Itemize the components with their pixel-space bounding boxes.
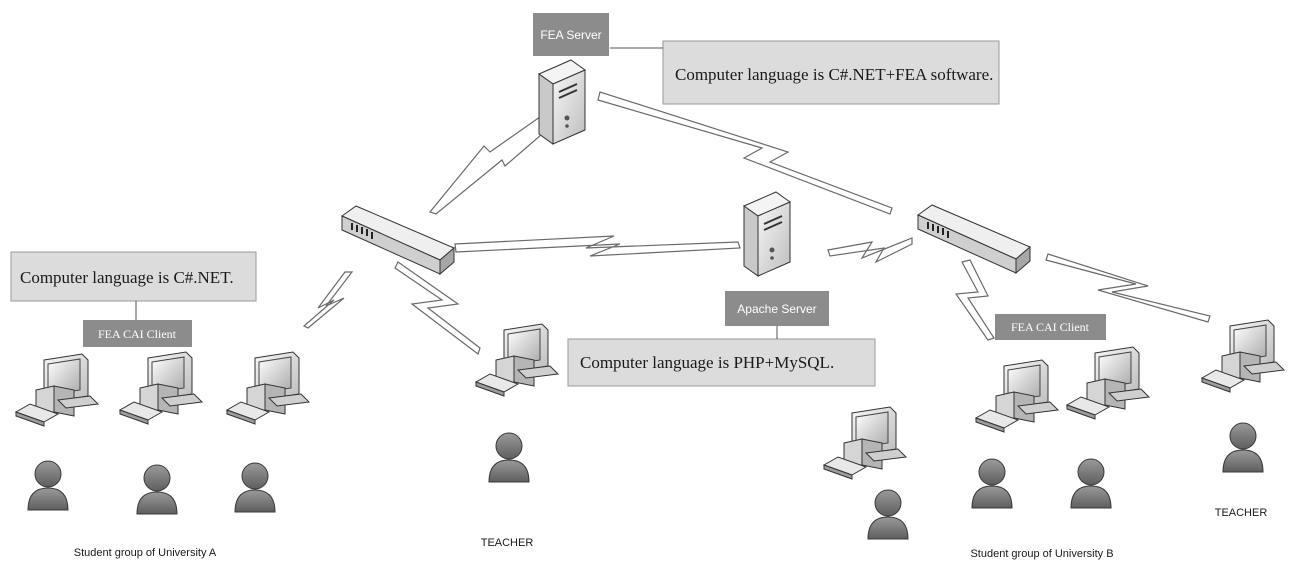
teacher-right-computer-icon <box>1201 319 1285 393</box>
link-bolt-fea-to-right-switch <box>597 91 893 215</box>
fea-cai-client-b-tag <box>995 314 1106 340</box>
right-switch-icon <box>917 204 1031 274</box>
apache-server-icon <box>743 191 791 277</box>
student-a1-computer-icon <box>15 353 99 427</box>
student-a3-person-icon <box>234 462 276 513</box>
link-bolt-left-switch-to-teacher <box>394 261 481 355</box>
teacher-right-caption: TEACHER <box>1215 507 1268 519</box>
teacher-center-person-icon <box>488 432 530 483</box>
teacher-right-person-icon <box>1222 422 1264 473</box>
link-bolt-left-switch-to-apache <box>454 235 741 257</box>
apache-note-text: Computer language is PHP+MySQL. <box>580 353 834 372</box>
fea-server-icon <box>538 59 586 145</box>
fea-server-tag <box>533 13 609 56</box>
student-a3-computer-icon <box>226 351 310 425</box>
teacher-center-computer-icon <box>475 323 559 397</box>
fea-cai-client-a-tag <box>83 320 192 347</box>
student-a2-computer-icon <box>119 351 203 425</box>
apache-server-label: Apache Server <box>737 302 816 316</box>
student-b2-computer-icon <box>975 359 1059 433</box>
link-bolt-right-switch-to-group-b <box>954 259 995 341</box>
student-b3-computer-icon <box>1066 346 1150 420</box>
student-b2-person-icon <box>971 458 1013 509</box>
link-bolt-group-a-to-left-switch <box>302 271 354 329</box>
fea-server-note-box <box>662 40 1000 105</box>
fea-cai-client-a-label: FEA CAI Client <box>98 327 177 341</box>
fea-server-note-text: Computer language is C#.NET+FEA software… <box>675 65 993 84</box>
fea-server-label: FEA Server <box>540 28 601 42</box>
student-b3-person-icon <box>1070 458 1112 509</box>
student-a1-person-icon <box>27 460 69 511</box>
link-bolt-fea-to-left-switch <box>428 111 557 215</box>
teacher-center-caption: TEACHER <box>481 537 534 549</box>
apache-note-box <box>567 338 876 387</box>
apache-server-tag <box>725 291 829 326</box>
fea-cai-client-b-label: FEA CAI Client <box>1011 320 1090 334</box>
student-b1-computer-icon <box>823 406 907 480</box>
group-b-caption: Student group of University B <box>970 548 1113 560</box>
client-a-note-text: Computer language is C#.NET. <box>20 268 234 287</box>
group-a-caption: Student group of University A <box>74 547 217 559</box>
link-bolt-apache-to-right-switch <box>827 237 913 264</box>
student-a2-person-icon <box>136 464 178 515</box>
student-b1-person-icon <box>867 489 909 540</box>
client-a-note-box <box>10 251 257 302</box>
link-bolt-right-switch-to-teacher <box>1045 253 1211 323</box>
